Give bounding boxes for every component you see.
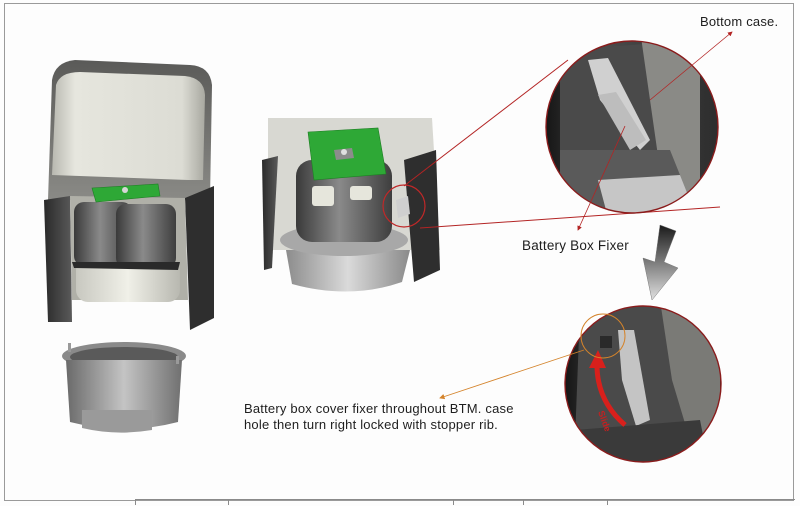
battery-holder-right (116, 204, 176, 268)
detail-circle-border (564, 305, 722, 463)
case-panel-left (262, 156, 278, 270)
bottom-case-arrow (649, 31, 733, 101)
cover-flat (82, 410, 152, 433)
stopper-highlight-circle (580, 313, 626, 359)
bottom-case-label: Bottom case. (700, 14, 779, 29)
instruction-arrow (439, 349, 585, 400)
title-block-divider (228, 499, 229, 505)
detail-battery-box-fixer (545, 40, 719, 214)
top-shell-inner (52, 72, 205, 180)
title-block-divider (523, 499, 524, 505)
title-block-divider (607, 499, 608, 505)
battery-box-fixer-arrow (577, 125, 626, 231)
callout-line-top (403, 59, 569, 187)
battery-box-body (296, 160, 392, 242)
title-block-divider (453, 499, 454, 505)
slide-arrow-icon (594, 361, 627, 427)
battery-strap (72, 262, 180, 270)
title-block-divider (135, 499, 136, 505)
step-down-arrow-icon (642, 224, 679, 301)
detail-circle-border (545, 40, 719, 214)
fixer-tab (396, 196, 410, 218)
side-panel-left (44, 196, 72, 322)
title-block-border (135, 499, 795, 506)
fixer-highlight-circle (382, 184, 426, 228)
bottom-case-figure (262, 118, 440, 292)
battery-box-fixer-label: Battery Box Fixer (522, 238, 629, 253)
detail-slide-lock: Slide (564, 305, 722, 463)
slide-arrow-head (589, 350, 606, 368)
assembled-unit-figure (44, 60, 214, 330)
drawing-frame (4, 3, 794, 501)
callout-line-bottom (419, 206, 721, 229)
pcb-screw (122, 187, 128, 193)
pcb-board (91, 183, 161, 203)
battery-box-cover-figure (62, 342, 186, 433)
pcb-screw (341, 149, 347, 155)
cover-tab (176, 356, 179, 364)
spring-contact (350, 186, 372, 200)
instruction-line-1: Battery box cover fixer throughout BTM. … (244, 401, 514, 416)
battery-box-base (286, 250, 410, 292)
spring-contact (312, 186, 334, 206)
side-panel-right (185, 186, 214, 330)
instruction-line-2: hole then turn right locked with stopper… (244, 417, 498, 432)
instruction-note: Battery box cover fixer throughout BTM. … (244, 401, 564, 433)
cover-tab (68, 343, 71, 352)
